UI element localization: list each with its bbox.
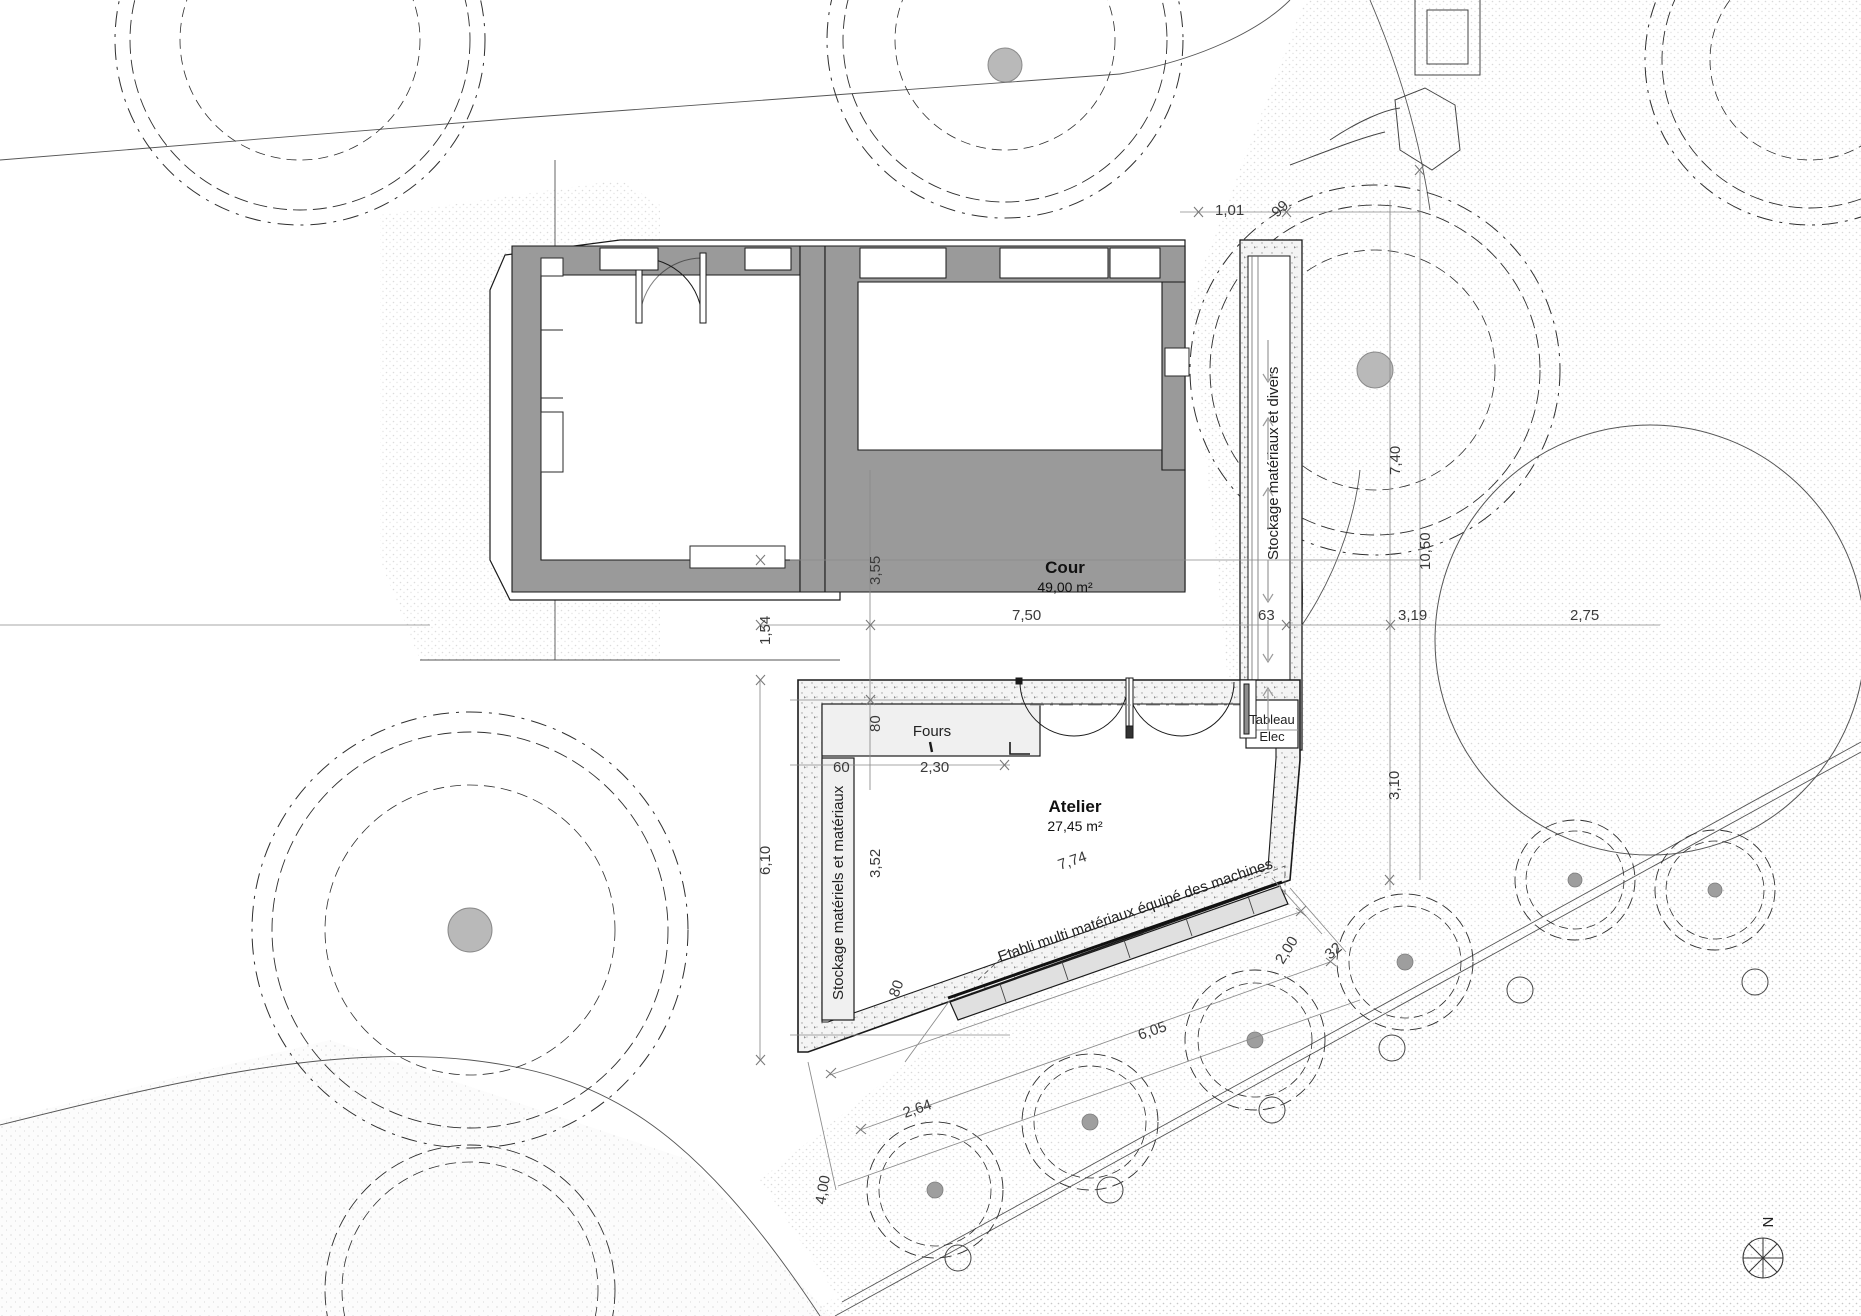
room-labels: Cour 49,00 m² Atelier 27,45 m² — [1037, 558, 1103, 834]
dim-2-75: 2,75 — [1570, 607, 1599, 624]
tree-canopy — [324, 1144, 616, 1316]
flow-arrows — [1262, 340, 1274, 730]
atelier-shell — [797, 679, 1301, 1053]
tree-group — [114, 0, 1861, 1316]
dim-1-01: 1,01 — [1215, 202, 1244, 219]
dim-80-b: 80 — [886, 978, 908, 999]
new-building — [797, 239, 1303, 1053]
stockage-materiaux-counter — [821, 757, 855, 1021]
dim-80-a: 80 — [867, 715, 884, 732]
interior-partitions — [540, 257, 1190, 569]
room-area-cour: 49,00 m² — [1037, 579, 1093, 595]
dim-4-00: 4,00 — [812, 1174, 834, 1206]
window-openings — [859, 247, 1161, 279]
dim-3-10: 3,10 — [1386, 771, 1403, 800]
label-stockage-divers: Stockage matériaux et divers — [1265, 367, 1282, 560]
dim-7-40: 7,40 — [1387, 446, 1404, 475]
dim-1-54: 1,54 — [757, 616, 774, 645]
door-swing-group — [1009, 677, 1240, 755]
dim-7-50: 7,50 — [1012, 607, 1041, 624]
etabli-workbench — [947, 865, 1289, 1021]
dim-63: 63 — [1258, 607, 1275, 624]
dim-3-52: 3,52 — [867, 849, 884, 878]
tree-canopy — [114, 0, 486, 226]
window-openings — [599, 247, 792, 271]
label-fours: Fours — [913, 723, 951, 740]
tree-row-small — [866, 819, 1776, 1259]
room-name-cour: Cour — [1045, 558, 1085, 577]
existing-building — [489, 239, 1190, 601]
label-stockage-materiaux: Stockage matériels et matériaux — [830, 785, 847, 1000]
arrow-up — [1262, 686, 1274, 730]
site-paths — [1289, 0, 1481, 171]
north-arrow: N — [1742, 1217, 1784, 1279]
room-area-atelier: 27,45 m² — [1047, 818, 1103, 834]
tree-canopy — [826, 0, 1184, 219]
arrow-down — [1262, 340, 1274, 384]
tree-canopy — [251, 711, 689, 1149]
dim-10-50: 10,50 — [1417, 532, 1434, 570]
tree-canopy — [1434, 424, 1861, 856]
dim-60: 60 — [833, 759, 850, 776]
door-swing — [635, 252, 707, 324]
arrow-down — [1262, 560, 1274, 604]
dim-6-10: 6,10 — [757, 846, 774, 875]
dim-2-30: 2,30 — [920, 759, 949, 776]
dim-3-55: 3,55 — [867, 556, 884, 585]
dim-3-19: 3,19 — [1398, 607, 1427, 624]
north-arrow-label: N — [1759, 1217, 1776, 1228]
dimension-network — [0, 164, 1660, 1191]
door-jamb — [1239, 679, 1257, 739]
label-tableau-line1: Tableau — [1249, 712, 1295, 727]
dimension-labels: 1,01 99 7,40 10,50 3,19 2,75 7,50 63 3,5… — [757, 197, 1599, 1206]
bollard-row — [944, 968, 1769, 1272]
arrow-down — [1262, 620, 1274, 664]
arrow-up — [1262, 416, 1274, 460]
arrow-up — [1262, 486, 1274, 530]
room-name-atelier: Atelier — [1049, 797, 1102, 816]
fours-counter — [821, 703, 1041, 757]
tree-canopy — [1644, 0, 1861, 226]
label-tableau-line2: Elec — [1259, 729, 1285, 744]
